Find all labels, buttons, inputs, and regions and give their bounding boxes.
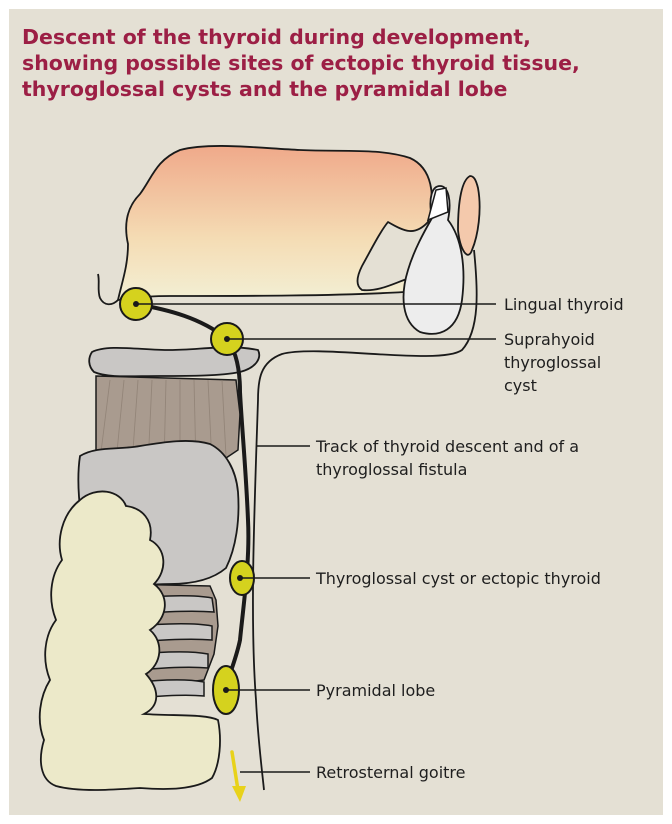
tongue bbox=[118, 146, 432, 300]
label-suprahyoid-line-3: cyst bbox=[504, 374, 601, 397]
label-track-of-descent: Track of thyroid descent and of a thyrog… bbox=[316, 435, 579, 481]
label-track-line-1: Track of thyroid descent and of a bbox=[316, 435, 579, 458]
label-lingual-thyroid: Lingual thyroid bbox=[504, 293, 624, 316]
retrosternal-arrowhead bbox=[232, 786, 246, 802]
retrosternal-arrow bbox=[232, 752, 238, 790]
posterior-pharyngeal-wall bbox=[458, 176, 480, 255]
label-suprahyoid-line-2: thyroglossal bbox=[504, 351, 601, 374]
label-thyroglossal-cyst: Thyroglossal cyst or ectopic thyroid bbox=[316, 567, 601, 590]
label-pyramidal-lobe: Pyramidal lobe bbox=[316, 679, 435, 702]
label-track-line-2: thyroglossal fistula bbox=[316, 458, 579, 481]
tongue-tip-outline bbox=[98, 274, 118, 304]
label-suprahyoid-line-1: Suprahyoid bbox=[504, 328, 601, 351]
label-suprahyoid-cyst: Suprahyoid thyroglossal cyst bbox=[504, 328, 601, 397]
label-retrosternal-goitre: Retrosternal goitre bbox=[316, 761, 466, 784]
